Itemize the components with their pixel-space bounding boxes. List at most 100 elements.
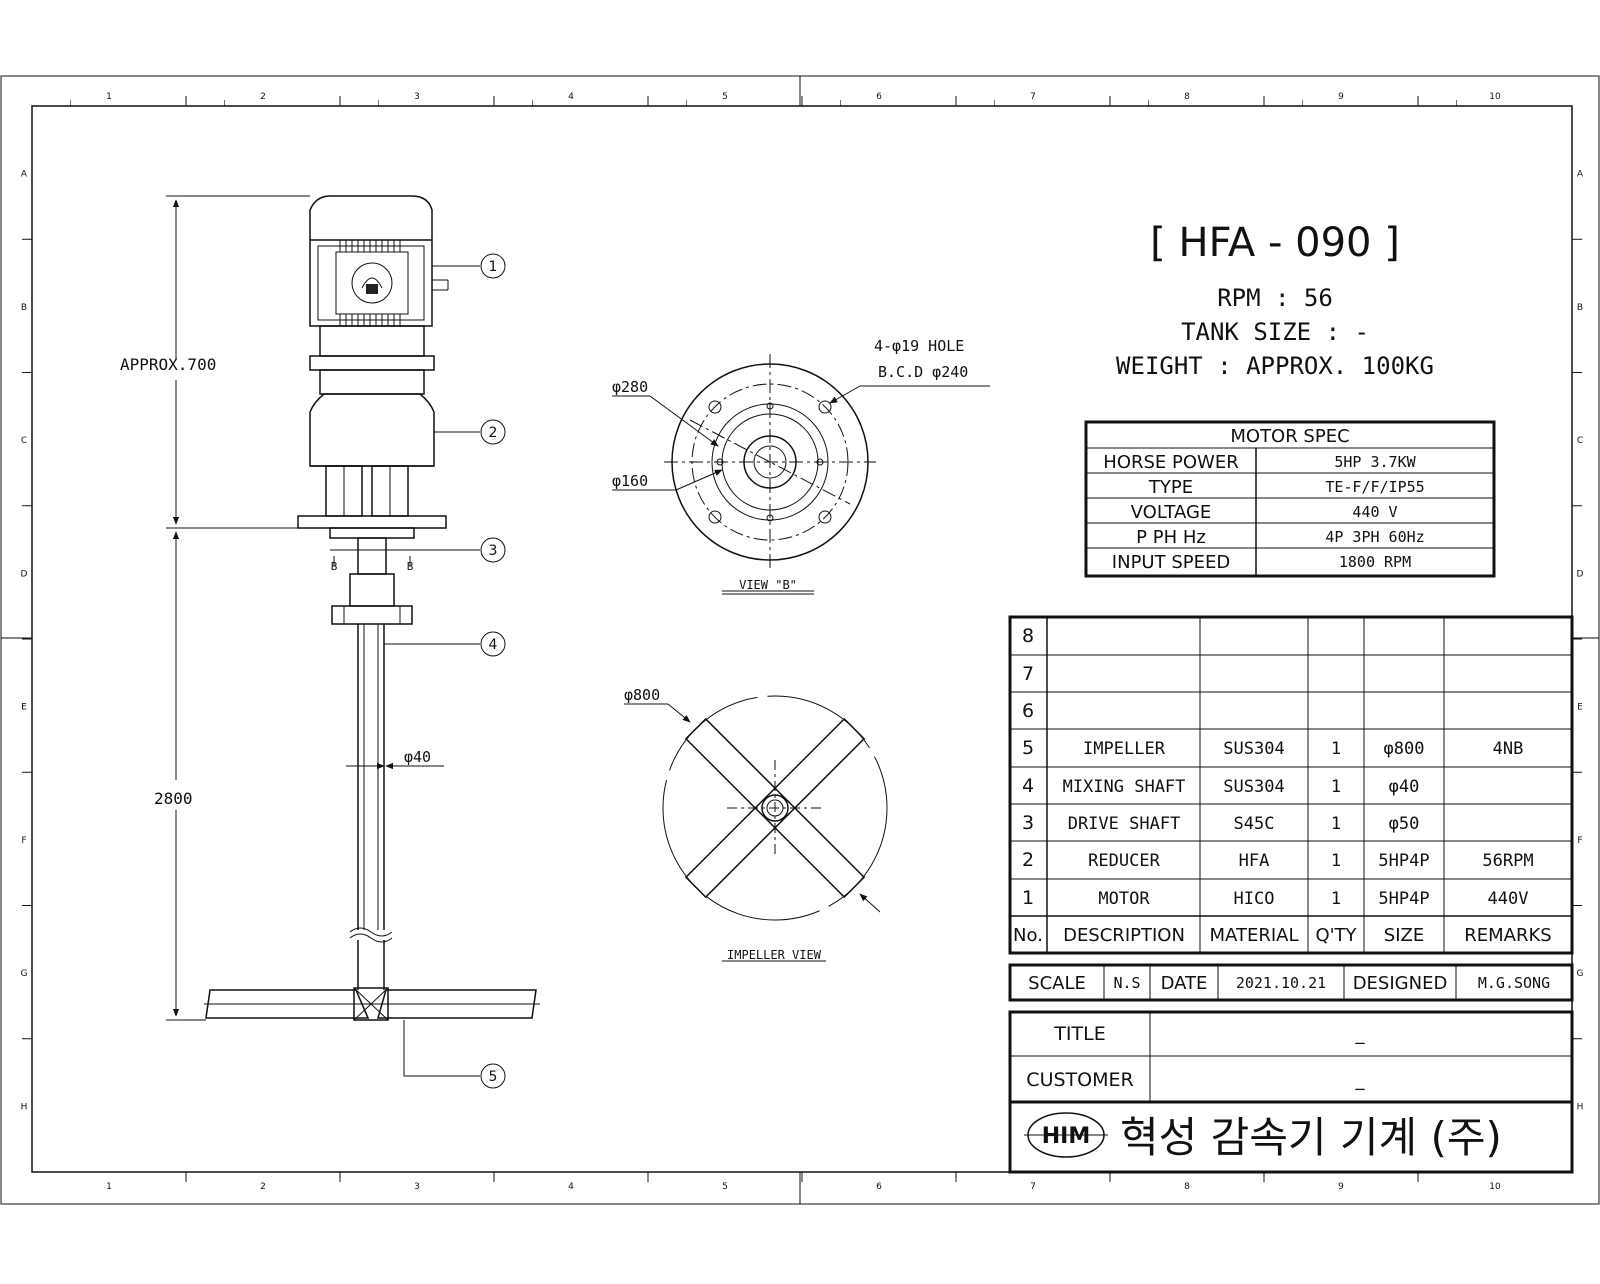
spec-label-horse-power: HORSE POWER <box>1103 452 1238 473</box>
company-name: 혁성 감속기 기계 (주) <box>1120 1113 1502 1162</box>
zone-column-label: 7 <box>1030 92 1036 102</box>
designed-value: M.G.SONG <box>1478 974 1550 992</box>
part-qty: 1 <box>1331 739 1341 759</box>
section-mark-left: B <box>331 560 338 573</box>
reducer-drawing <box>297 325 506 539</box>
parts-header-row: No. DESCRIPTION MATERIAL Q'TY SIZE REMAR… <box>1013 925 1552 946</box>
part-size: φ40 <box>1389 777 1420 797</box>
spec-label-voltage: VOLTAGE <box>1131 502 1212 523</box>
table-row: 3 DRIVE SHAFT S45C 1 φ50 <box>1022 812 1419 834</box>
header-description: DESCRIPTION <box>1063 925 1185 946</box>
part-mat: S45C <box>1234 814 1275 834</box>
view-b-bcd-note: B.C.D φ240 <box>878 363 968 381</box>
part-rem: 4NB <box>1493 739 1524 759</box>
part-no: 5 <box>1022 737 1034 759</box>
zone-row-label: C <box>21 436 27 446</box>
section-mark-right: B <box>407 560 414 573</box>
motor-spec-table: MOTOR SPEC HORSE POWER 5HP 3.7KW TYPE TE… <box>1084 420 1496 578</box>
balloon-3: 3 <box>489 543 498 559</box>
table-row: 1 MOTOR HICO 1 5HP4P 440V <box>1022 887 1529 909</box>
spec-label-input-speed: INPUT SPEED <box>1112 552 1230 573</box>
parts-rows: 8 7 6 5 IMPELLER SUS304 1 <box>1013 625 1552 946</box>
scale-label: SCALE <box>1028 973 1086 994</box>
logo-text: HIM <box>1042 1124 1091 1149</box>
dim-shaft-diameter: φ40 <box>404 748 431 766</box>
header-material: MATERIAL <box>1210 925 1299 946</box>
spec-label-pphhz: P PH Hz <box>1136 527 1206 548</box>
spec-value-voltage: 440 V <box>1352 503 1397 521</box>
zone-column-label: 4 <box>568 1182 574 1192</box>
balloon-4: 4 <box>489 637 498 653</box>
impeller-view-dia: φ800 <box>624 686 660 704</box>
zone-column-label: 7 <box>1030 1182 1036 1192</box>
part-mat: SUS304 <box>1223 739 1284 759</box>
header-qty: Q'TY <box>1315 925 1357 946</box>
view-b-flange <box>612 354 990 595</box>
part-qty: 1 <box>1331 889 1341 909</box>
spec-value-horse-power: 5HP 3.7KW <box>1334 453 1416 471</box>
balloon-5: 5 <box>489 1069 498 1085</box>
part-size: 5HP4P <box>1378 889 1429 909</box>
zone-column-label: 3 <box>414 92 420 102</box>
company-logo: HIM <box>1024 1112 1108 1158</box>
spec-label-type: TYPE <box>1148 477 1193 498</box>
part-qty: 1 <box>1331 777 1341 797</box>
scale-date-row: SCALE N.S DATE 2021.10.21 DESIGNED M.G.S… <box>1008 963 1574 1002</box>
table-row: 7 <box>1022 663 1034 685</box>
zone-column-label: 9 <box>1338 1182 1344 1192</box>
zone-row-label: E <box>1577 703 1583 713</box>
zone-row-label: A <box>1577 170 1584 180</box>
zone-column-label: 5 <box>722 92 728 102</box>
part-no: 7 <box>1022 663 1034 685</box>
part-size: φ800 <box>1384 739 1425 759</box>
parts-table <box>1008 615 1574 955</box>
zone-column-label: 8 <box>1184 1182 1190 1192</box>
dim-shaft-length: 2800 <box>154 789 193 808</box>
zone-column-label: 2 <box>260 1182 266 1192</box>
part-no: 1 <box>1022 887 1034 909</box>
zone-column-label: 5 <box>722 1182 728 1192</box>
mixing-shaft-drawing <box>346 624 506 990</box>
part-mat: SUS304 <box>1223 777 1284 797</box>
header-remarks: REMARKS <box>1464 925 1551 946</box>
zone-row-label: B <box>21 303 27 313</box>
spec-value-input-speed: 1800 RPM <box>1339 553 1411 571</box>
part-no: 3 <box>1022 812 1034 834</box>
zone-column-label: 10 <box>1489 92 1501 102</box>
impeller-top-view <box>624 695 888 962</box>
spec-value-pphhz: 4P 3PH 60Hz <box>1325 528 1424 546</box>
rpm-text: RPM : 56 <box>1217 284 1333 312</box>
spec-value-type: TE-F/F/IP55 <box>1325 478 1424 496</box>
part-no: 6 <box>1022 700 1034 722</box>
part-mat: HFA <box>1239 851 1270 871</box>
zone-column-label: 3 <box>414 1182 420 1192</box>
designed-label: DESIGNED <box>1353 973 1448 994</box>
zone-row-label: H <box>21 1102 28 1112</box>
part-desc: MOTOR <box>1098 889 1150 909</box>
tank-size-text: TANK SIZE : - <box>1181 318 1369 346</box>
impeller-view-label: IMPELLER VIEW <box>727 948 822 962</box>
part-desc: IMPELLER <box>1083 739 1166 759</box>
part-rem: 56RPM <box>1482 851 1533 871</box>
table-row: 5 IMPELLER SUS304 1 φ800 4NB <box>1022 737 1523 759</box>
zone-row-label: C <box>1577 436 1583 446</box>
part-desc: DRIVE SHAFT <box>1068 814 1181 834</box>
zone-row-label: F <box>21 836 26 846</box>
part-no: 2 <box>1022 849 1034 871</box>
zone-column-label: 4 <box>568 92 574 102</box>
part-qty: 1 <box>1331 851 1341 871</box>
header-no: No. <box>1013 925 1043 946</box>
motor-drawing <box>309 195 506 327</box>
impeller-side-drawing <box>204 987 540 1089</box>
zone-column-label: 10 <box>1489 1182 1501 1192</box>
part-qty: 1 <box>1331 814 1341 834</box>
zone-column-label: 1 <box>106 92 112 102</box>
table-row: 2 REDUCER HFA 1 5HP4P 56RPM <box>1022 849 1534 871</box>
view-b-label: VIEW "B" <box>739 578 797 592</box>
title-label: TITLE <box>1053 1023 1105 1045</box>
part-no: 4 <box>1022 775 1034 797</box>
balloon-1: 1 <box>489 259 498 275</box>
date-label: DATE <box>1161 973 1208 994</box>
date-value: 2021.10.21 <box>1236 974 1326 992</box>
